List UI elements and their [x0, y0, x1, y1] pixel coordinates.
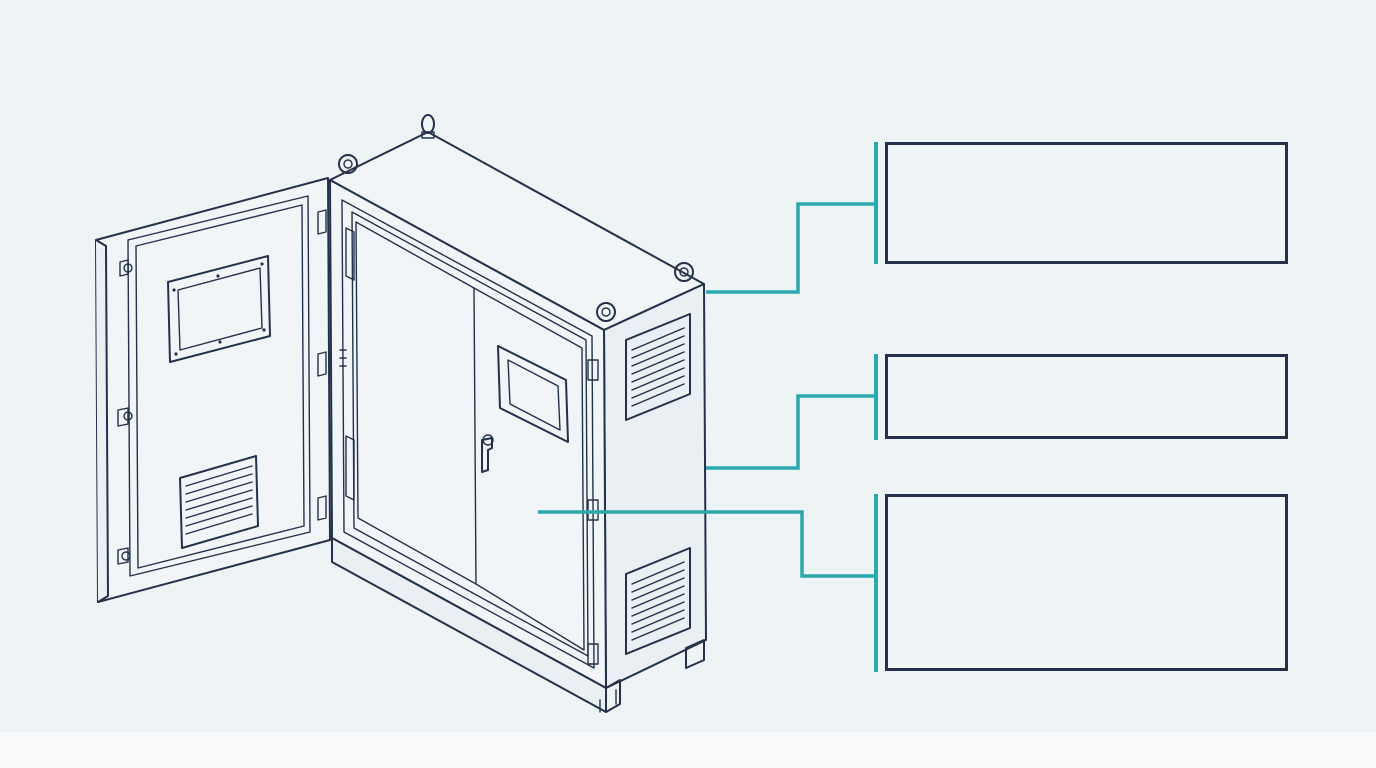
callout-box-side-vent [885, 354, 1288, 439]
base-plinth [331, 537, 705, 713]
leader-line-3 [538, 510, 876, 578]
callout-box-interior-mounting-panel [885, 494, 1288, 671]
interior-screen [497, 345, 569, 443]
open-door [95, 177, 331, 603]
door-window [167, 255, 271, 363]
leader-line-1 [706, 202, 876, 294]
eyebolts [338, 114, 694, 322]
side-vent-lower [625, 547, 691, 655]
eyebolt-front-right [596, 302, 616, 322]
leader-line-2 [706, 394, 876, 470]
side-vent-upper [625, 313, 691, 421]
door-vent [179, 455, 259, 549]
bottom-strip [0, 732, 1376, 768]
eyebolt-top-center [421, 114, 435, 139]
eyebolt-back-right [674, 262, 694, 282]
eyebolt-front-left [338, 154, 358, 174]
interior-side-rails [339, 227, 355, 501]
interior-mounting-panel [355, 221, 585, 651]
callout-box-top-eyebolt [885, 142, 1288, 264]
